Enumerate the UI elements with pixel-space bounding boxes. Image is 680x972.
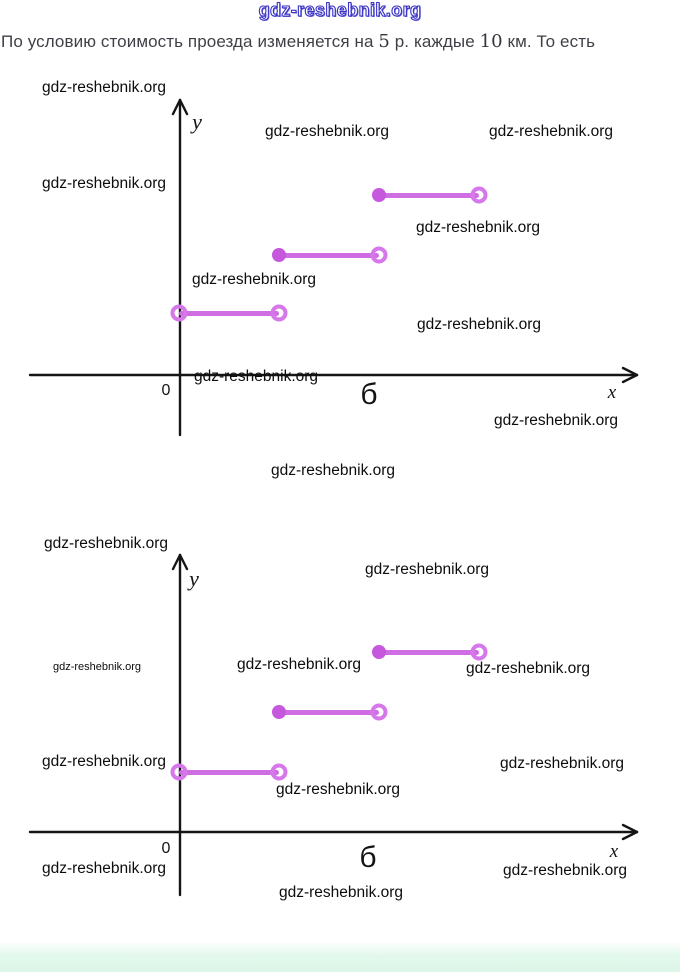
watermark-text: gdz-reshebnik.org <box>275 781 401 798</box>
segment-endpoint-dot <box>272 705 286 719</box>
intro-part-3: км. То есть <box>502 32 596 51</box>
y-axis-label: y <box>192 109 202 134</box>
intro-part-2: р. каждые <box>389 32 480 51</box>
segment-endpoint-dot <box>372 188 386 202</box>
watermark-text: gdz-reshebnik.org <box>52 661 142 673</box>
x-axis-arrow-icon <box>621 373 639 384</box>
segment <box>279 252 379 258</box>
y-axis-arrow-icon <box>178 553 189 571</box>
watermark-text: gdz-reshebnik.org <box>41 860 167 877</box>
segment-endpoint-dot <box>372 645 386 659</box>
origin-label: 0 <box>161 840 171 857</box>
origin-label: 0 <box>161 382 171 399</box>
watermark-text: gdz-reshebnik.org <box>502 862 628 879</box>
segment-endpoint-ring <box>470 643 488 661</box>
intro-part-1: По условию стоимость проезда изменяется … <box>1 32 379 51</box>
segment <box>379 649 479 655</box>
intro-number-10: 10 <box>479 31 503 52</box>
watermark-text: gdz-reshebnik.org <box>465 660 591 677</box>
segment-endpoint-ring <box>370 246 388 264</box>
segment <box>279 709 379 715</box>
segment <box>379 192 479 198</box>
figure-caption: б <box>360 378 378 411</box>
y-axis-arrow-icon <box>171 553 182 571</box>
y-axis-label: y <box>189 566 199 591</box>
watermark-text: gdz-reshebnik.org <box>236 656 362 673</box>
watermark-text: gdz-reshebnik.org <box>270 462 396 479</box>
segment-endpoint-ring <box>170 763 188 781</box>
watermark-text: gdz-reshebnik.org <box>191 271 317 288</box>
watermark-text: gdz-reshebnik.org <box>488 123 614 140</box>
watermark-text: gdz-reshebnik.org <box>364 561 490 578</box>
intro-text: По условию стоимость проезда изменяется … <box>1 31 680 52</box>
segment <box>179 769 279 775</box>
segment-endpoint-ring <box>270 763 288 781</box>
watermark-text: gdz-reshebnik.org <box>416 316 542 333</box>
segment-endpoint-ring <box>370 703 388 721</box>
watermark-text: gdz-reshebnik.org <box>264 123 390 140</box>
watermark-text: gdz-reshebnik.org <box>499 755 625 772</box>
segment <box>179 310 279 316</box>
watermark-text: gdz-reshebnik.org <box>41 175 167 192</box>
y-axis-arrow-icon <box>178 98 189 116</box>
x-axis-label: x <box>607 382 617 403</box>
watermark-text: gdz-reshebnik.org <box>41 79 167 96</box>
segment-endpoint-ring <box>470 186 488 204</box>
watermark-text: gdz-reshebnik.org <box>278 884 404 901</box>
segment-endpoint-ring <box>170 304 188 322</box>
intro-number-5: 5 <box>378 31 390 52</box>
site-watermark-header: gdz-reshebnik.org <box>258 0 422 21</box>
watermark-text: gdz-reshebnik.org <box>193 368 319 385</box>
x-axis-arrow-icon <box>621 830 639 841</box>
x-axis-arrow-icon <box>621 366 639 377</box>
figure-caption: б <box>359 841 377 874</box>
watermark-text: gdz-reshebnik.org <box>493 412 619 429</box>
watermark-text: gdz-reshebnik.org <box>41 753 167 770</box>
x-axis-label: x <box>609 841 619 862</box>
y-axis-arrow-icon <box>171 98 182 116</box>
watermark-text: gdz-reshebnik.org <box>43 535 169 552</box>
watermark-text: gdz-reshebnik.org <box>415 219 541 236</box>
footer-bar <box>0 943 680 972</box>
segment-endpoint-ring <box>270 304 288 322</box>
segment-endpoint-dot <box>272 248 286 262</box>
x-axis-arrow-icon <box>621 823 639 834</box>
